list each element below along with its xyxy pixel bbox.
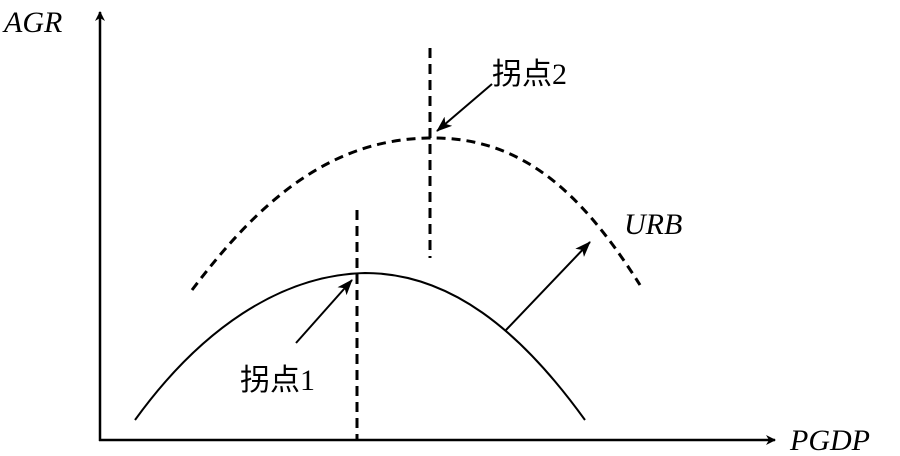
shift-label: URB (624, 208, 682, 241)
shift-arrow (505, 241, 591, 331)
solid-curve (134, 271, 586, 421)
y-axis-label: AGR (2, 6, 62, 39)
turning-point-2-arrow (436, 83, 493, 132)
turning-point-1-arrow (295, 279, 353, 344)
turning-point-2-label: 拐点2 (492, 58, 567, 91)
turning-point-1-label: 拐点1 (240, 364, 315, 397)
dashed-curve (190, 136, 642, 291)
x-axis-label: PGDP (789, 424, 870, 456)
